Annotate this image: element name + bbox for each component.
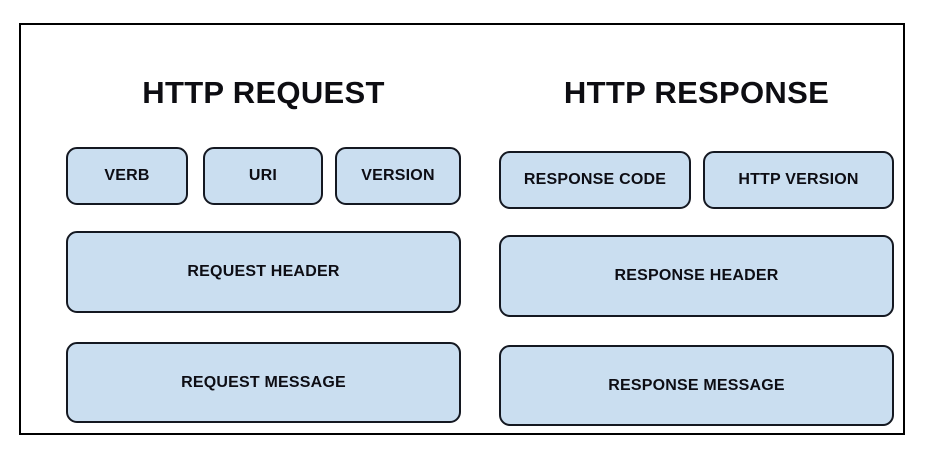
request-verb-box: VERB [66,147,188,205]
request-message-box: REQUEST MESSAGE [66,342,461,423]
response-header-box: RESPONSE HEADER [499,235,894,317]
request-uri-box: URI [203,147,323,205]
response-http-version-box: HTTP VERSION [703,151,894,209]
request-header-box: REQUEST HEADER [66,231,461,313]
http-response-title: HTTP RESPONSE [563,75,830,110]
request-version-box: VERSION [335,147,461,205]
diagram-outer-frame: HTTP REQUEST VERB URI VERSION REQUEST HE… [19,23,905,435]
response-code-box: RESPONSE CODE [499,151,691,209]
http-request-title: HTTP REQUEST [142,75,385,110]
response-message-box: RESPONSE MESSAGE [499,345,894,426]
